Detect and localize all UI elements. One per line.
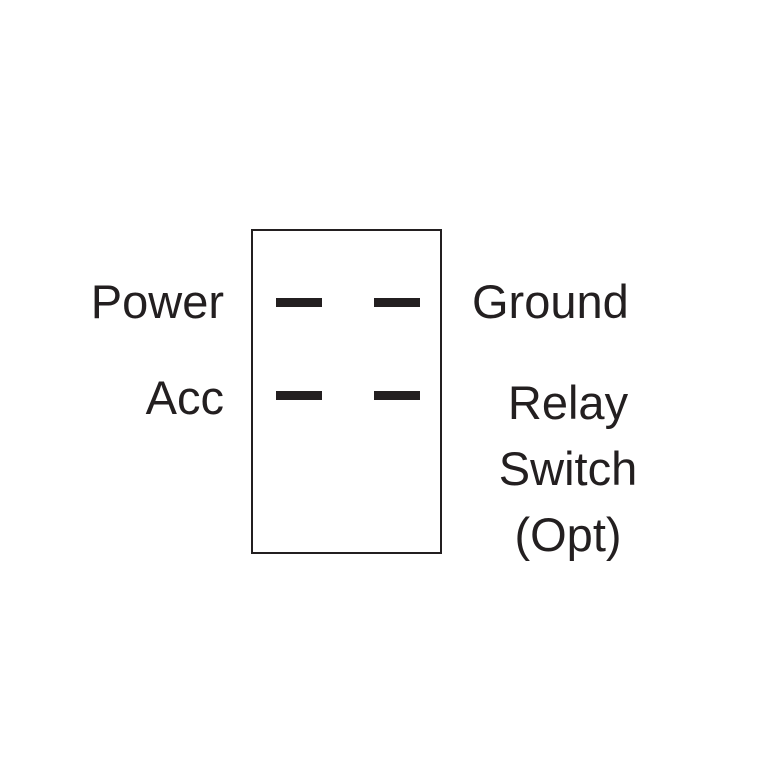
relay-switch-label: Relay Switch (Opt) — [470, 370, 666, 568]
switch-label-line: Switch — [498, 442, 638, 495]
ground-label: Ground — [472, 275, 629, 328]
acc-terminal — [276, 391, 322, 400]
ground-terminal — [374, 298, 420, 307]
switch-body-outline — [251, 229, 442, 554]
relay-label-line: Relay — [507, 376, 629, 429]
relay-switch-terminal — [374, 391, 420, 400]
power-terminal — [276, 298, 322, 307]
power-label: Power — [90, 275, 224, 328]
opt-label-line: (Opt) — [514, 508, 622, 561]
acc-label: Acc — [145, 371, 224, 424]
